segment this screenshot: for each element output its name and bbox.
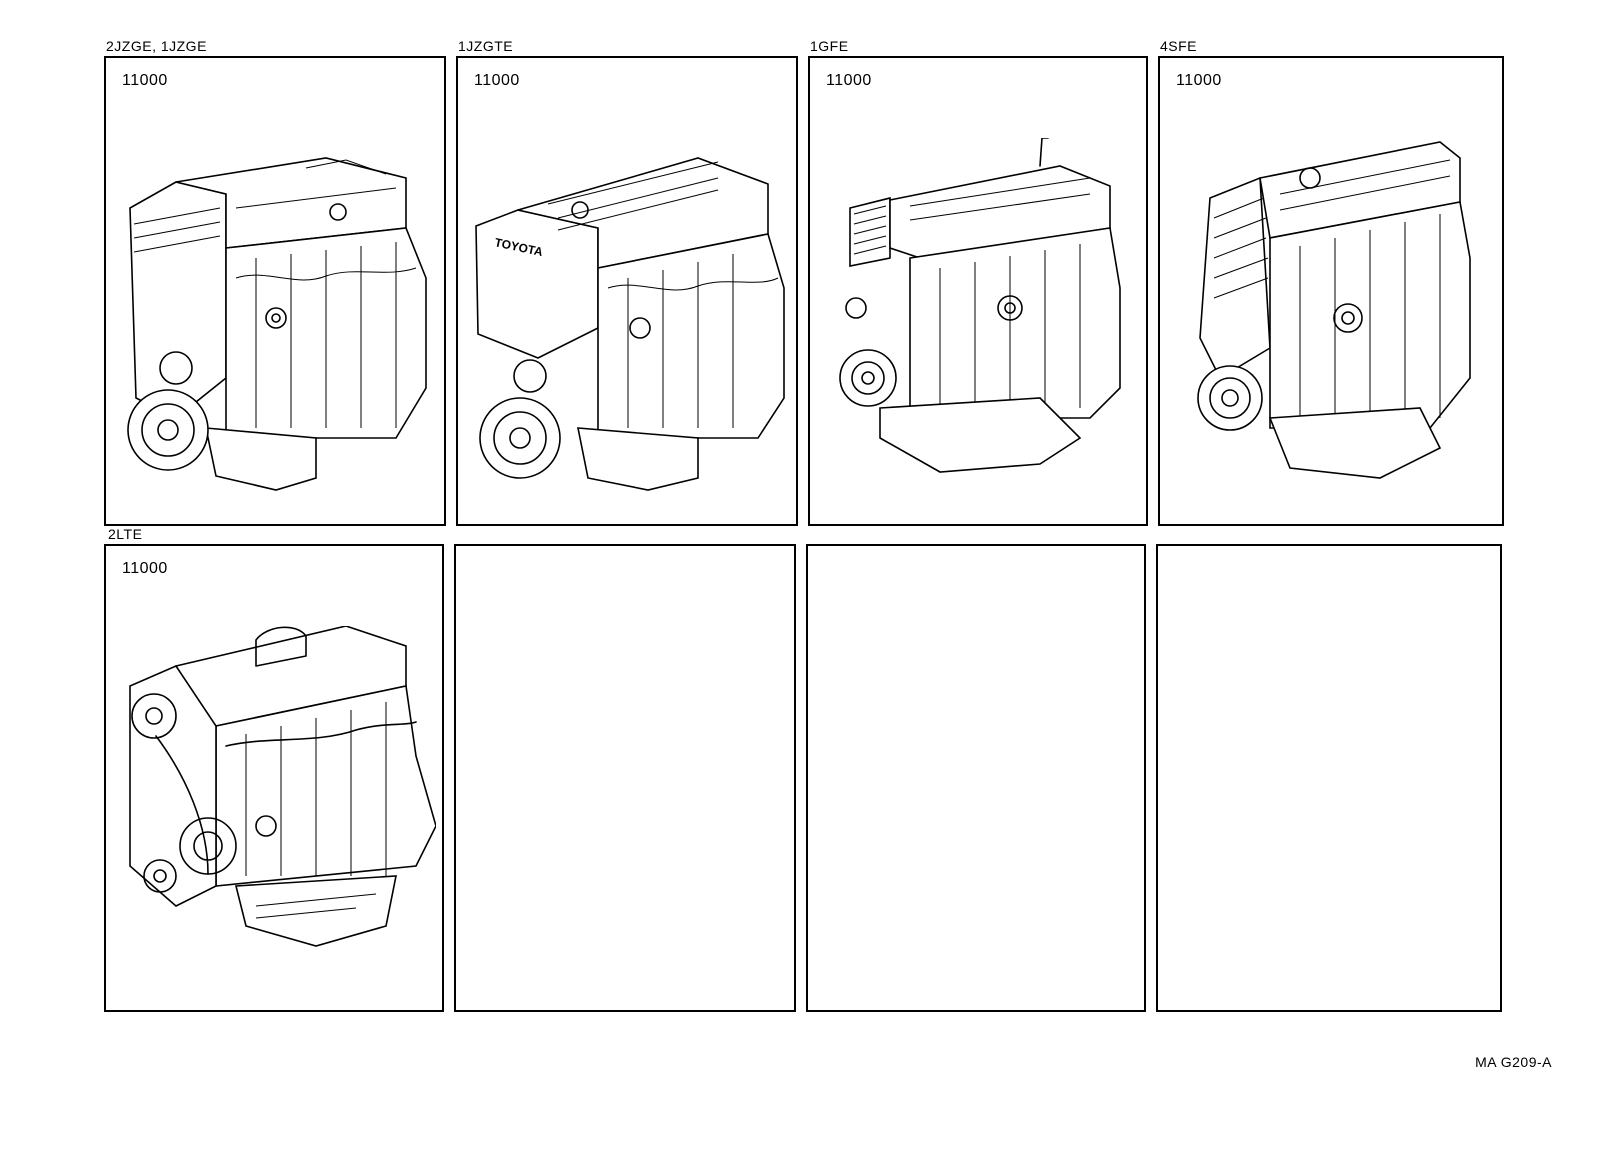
part-number: 11000 xyxy=(474,72,520,89)
engine-label-4sfe: 4SFE xyxy=(1160,38,1198,54)
engine-label-1jzgte: 1JZGTE xyxy=(458,38,514,54)
engine-label-1gfe: 1GFE xyxy=(810,38,849,54)
engine-panel-1gfe[interactable]: 11000 xyxy=(808,56,1148,526)
empty-panel xyxy=(806,544,1146,1012)
engine-label-2jzge-1jzge: 2JZGE, 1JZGE xyxy=(106,38,207,54)
engine-illustration-2lte xyxy=(129,626,436,947)
engine-panel-1jzgte[interactable]: 11000 TOYOTA xyxy=(456,56,798,526)
engine-illustration-2jzge xyxy=(127,157,427,491)
engine-illustration-1jzgte: TOYOTA xyxy=(475,157,785,491)
part-number: 11000 xyxy=(1176,72,1222,89)
engine-illustration-4sfe xyxy=(1197,141,1471,479)
part-number: 11000 xyxy=(826,72,872,89)
part-number: 11000 xyxy=(122,72,168,89)
engine-label-2lte: 2LTE xyxy=(108,526,143,542)
empty-panel xyxy=(454,544,796,1012)
engine-panel-2jzge-1jzge[interactable]: 11000 xyxy=(104,56,446,526)
part-number: 11000 xyxy=(122,560,168,577)
empty-panel xyxy=(1156,544,1502,1012)
figure-code: MA G209-A xyxy=(1475,1054,1552,1070)
engine-panel-4sfe[interactable]: 11000 xyxy=(1158,56,1504,526)
engine-illustration-1gfe xyxy=(839,138,1121,473)
engine-panel-2lte[interactable]: 11000 xyxy=(104,544,444,1012)
